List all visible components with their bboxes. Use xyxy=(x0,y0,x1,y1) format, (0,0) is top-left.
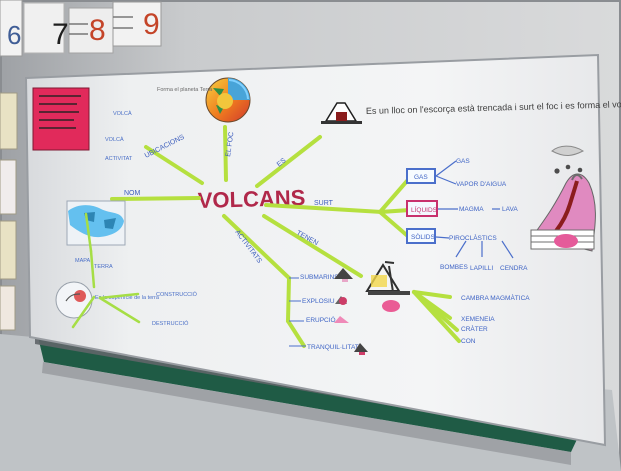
detail-water-vapor: VAPOR D'AIGUA xyxy=(456,181,507,188)
branch-label-up: EL FOC xyxy=(225,132,235,158)
activity-erupcio: ERUPCIÓ xyxy=(306,315,336,324)
detail-cone: CON xyxy=(461,338,476,345)
left-label: VOLCÀ xyxy=(105,136,124,143)
wall-card xyxy=(112,1,162,47)
surt-links xyxy=(435,160,514,259)
world-map xyxy=(66,200,126,246)
volcano-icon xyxy=(321,102,362,124)
branch-label-right-upper: ES xyxy=(276,157,288,169)
wall-card-text: 7 xyxy=(52,18,69,51)
wall-card-text: 8 xyxy=(89,14,106,47)
activity-items: SUBMARINS EXPLOSIU ERUPCIÓ TRANQUIL·LITA… xyxy=(300,274,359,351)
activity-submarins: SUBMARINS xyxy=(300,274,339,281)
left-label: VOLCÀ xyxy=(113,110,132,117)
detail-lapilli: LAPILLI xyxy=(470,265,493,272)
mindmap-branches xyxy=(110,125,461,348)
activity-links xyxy=(289,277,306,347)
lower-left-label: DESTRUCCIÓ xyxy=(152,320,189,327)
volcano-cross-section xyxy=(530,145,596,252)
detail-chimney: XEMENEIA xyxy=(461,316,495,323)
surt-node-solids: SÒLIDS xyxy=(411,232,436,241)
detail-gas: GAS xyxy=(456,158,470,165)
wall-card xyxy=(0,0,23,57)
activity-tranquilitat: TRANQUIL·LITAT xyxy=(307,344,359,351)
detail-lava: LAVA xyxy=(502,206,518,213)
surt-details: GAS VAPOR D'AIGUA MAGMA LAVA PIROCLÀSTIC… xyxy=(440,158,530,345)
left-side-cards xyxy=(0,92,18,331)
wall-cards: 6 7 8 9 xyxy=(0,0,162,57)
wall-card-text: 9 xyxy=(143,8,160,41)
wall-card-text: 6 xyxy=(7,20,21,50)
branch-label-right-middle: SURT xyxy=(314,200,334,207)
wall-card xyxy=(68,7,114,54)
lower-left-label: MAPA xyxy=(75,258,91,264)
surt-node-liquids: LÍQUIDS xyxy=(411,205,438,214)
earth-drawing xyxy=(55,281,93,319)
detail-piroclastics: PIROCLÀSTICS xyxy=(449,233,497,242)
activity-icons xyxy=(334,268,368,355)
branch-label-left: NOM xyxy=(124,190,141,197)
left-branches xyxy=(71,212,141,329)
poster-title: VOLCANS xyxy=(197,185,305,213)
surt-nodes: GAS LÍQUIDS SÒLIDS xyxy=(406,168,438,244)
earth-illustration xyxy=(205,77,251,123)
lower-left-label: Es la superfície de la terra xyxy=(95,295,160,301)
detail-cendra: CENDRA xyxy=(500,265,528,272)
surt-node-gas: GAS xyxy=(414,174,428,181)
left-label: ACTIVITAT xyxy=(105,156,133,162)
earth-note: Forma el planeta Terra xyxy=(157,87,213,93)
detail-magma: MAGMA xyxy=(459,206,484,213)
detail-crater: CRÀTER xyxy=(461,324,488,333)
activity-explosiu: EXPLOSIU xyxy=(302,298,335,305)
left-small-labels: VOLCÀ VOLCÀ ACTIVITAT TERRA Es la superf… xyxy=(75,110,198,327)
lower-left-label: CONSTRUCCIÓ xyxy=(156,291,198,298)
detail-bombes: BOMBES xyxy=(440,264,468,271)
wall-card xyxy=(23,2,65,54)
left-label: TERRA xyxy=(94,264,113,270)
mini-volcano xyxy=(365,261,410,312)
detail-magma-chamber: CAMBRA MAGMÀTICA xyxy=(461,293,530,302)
